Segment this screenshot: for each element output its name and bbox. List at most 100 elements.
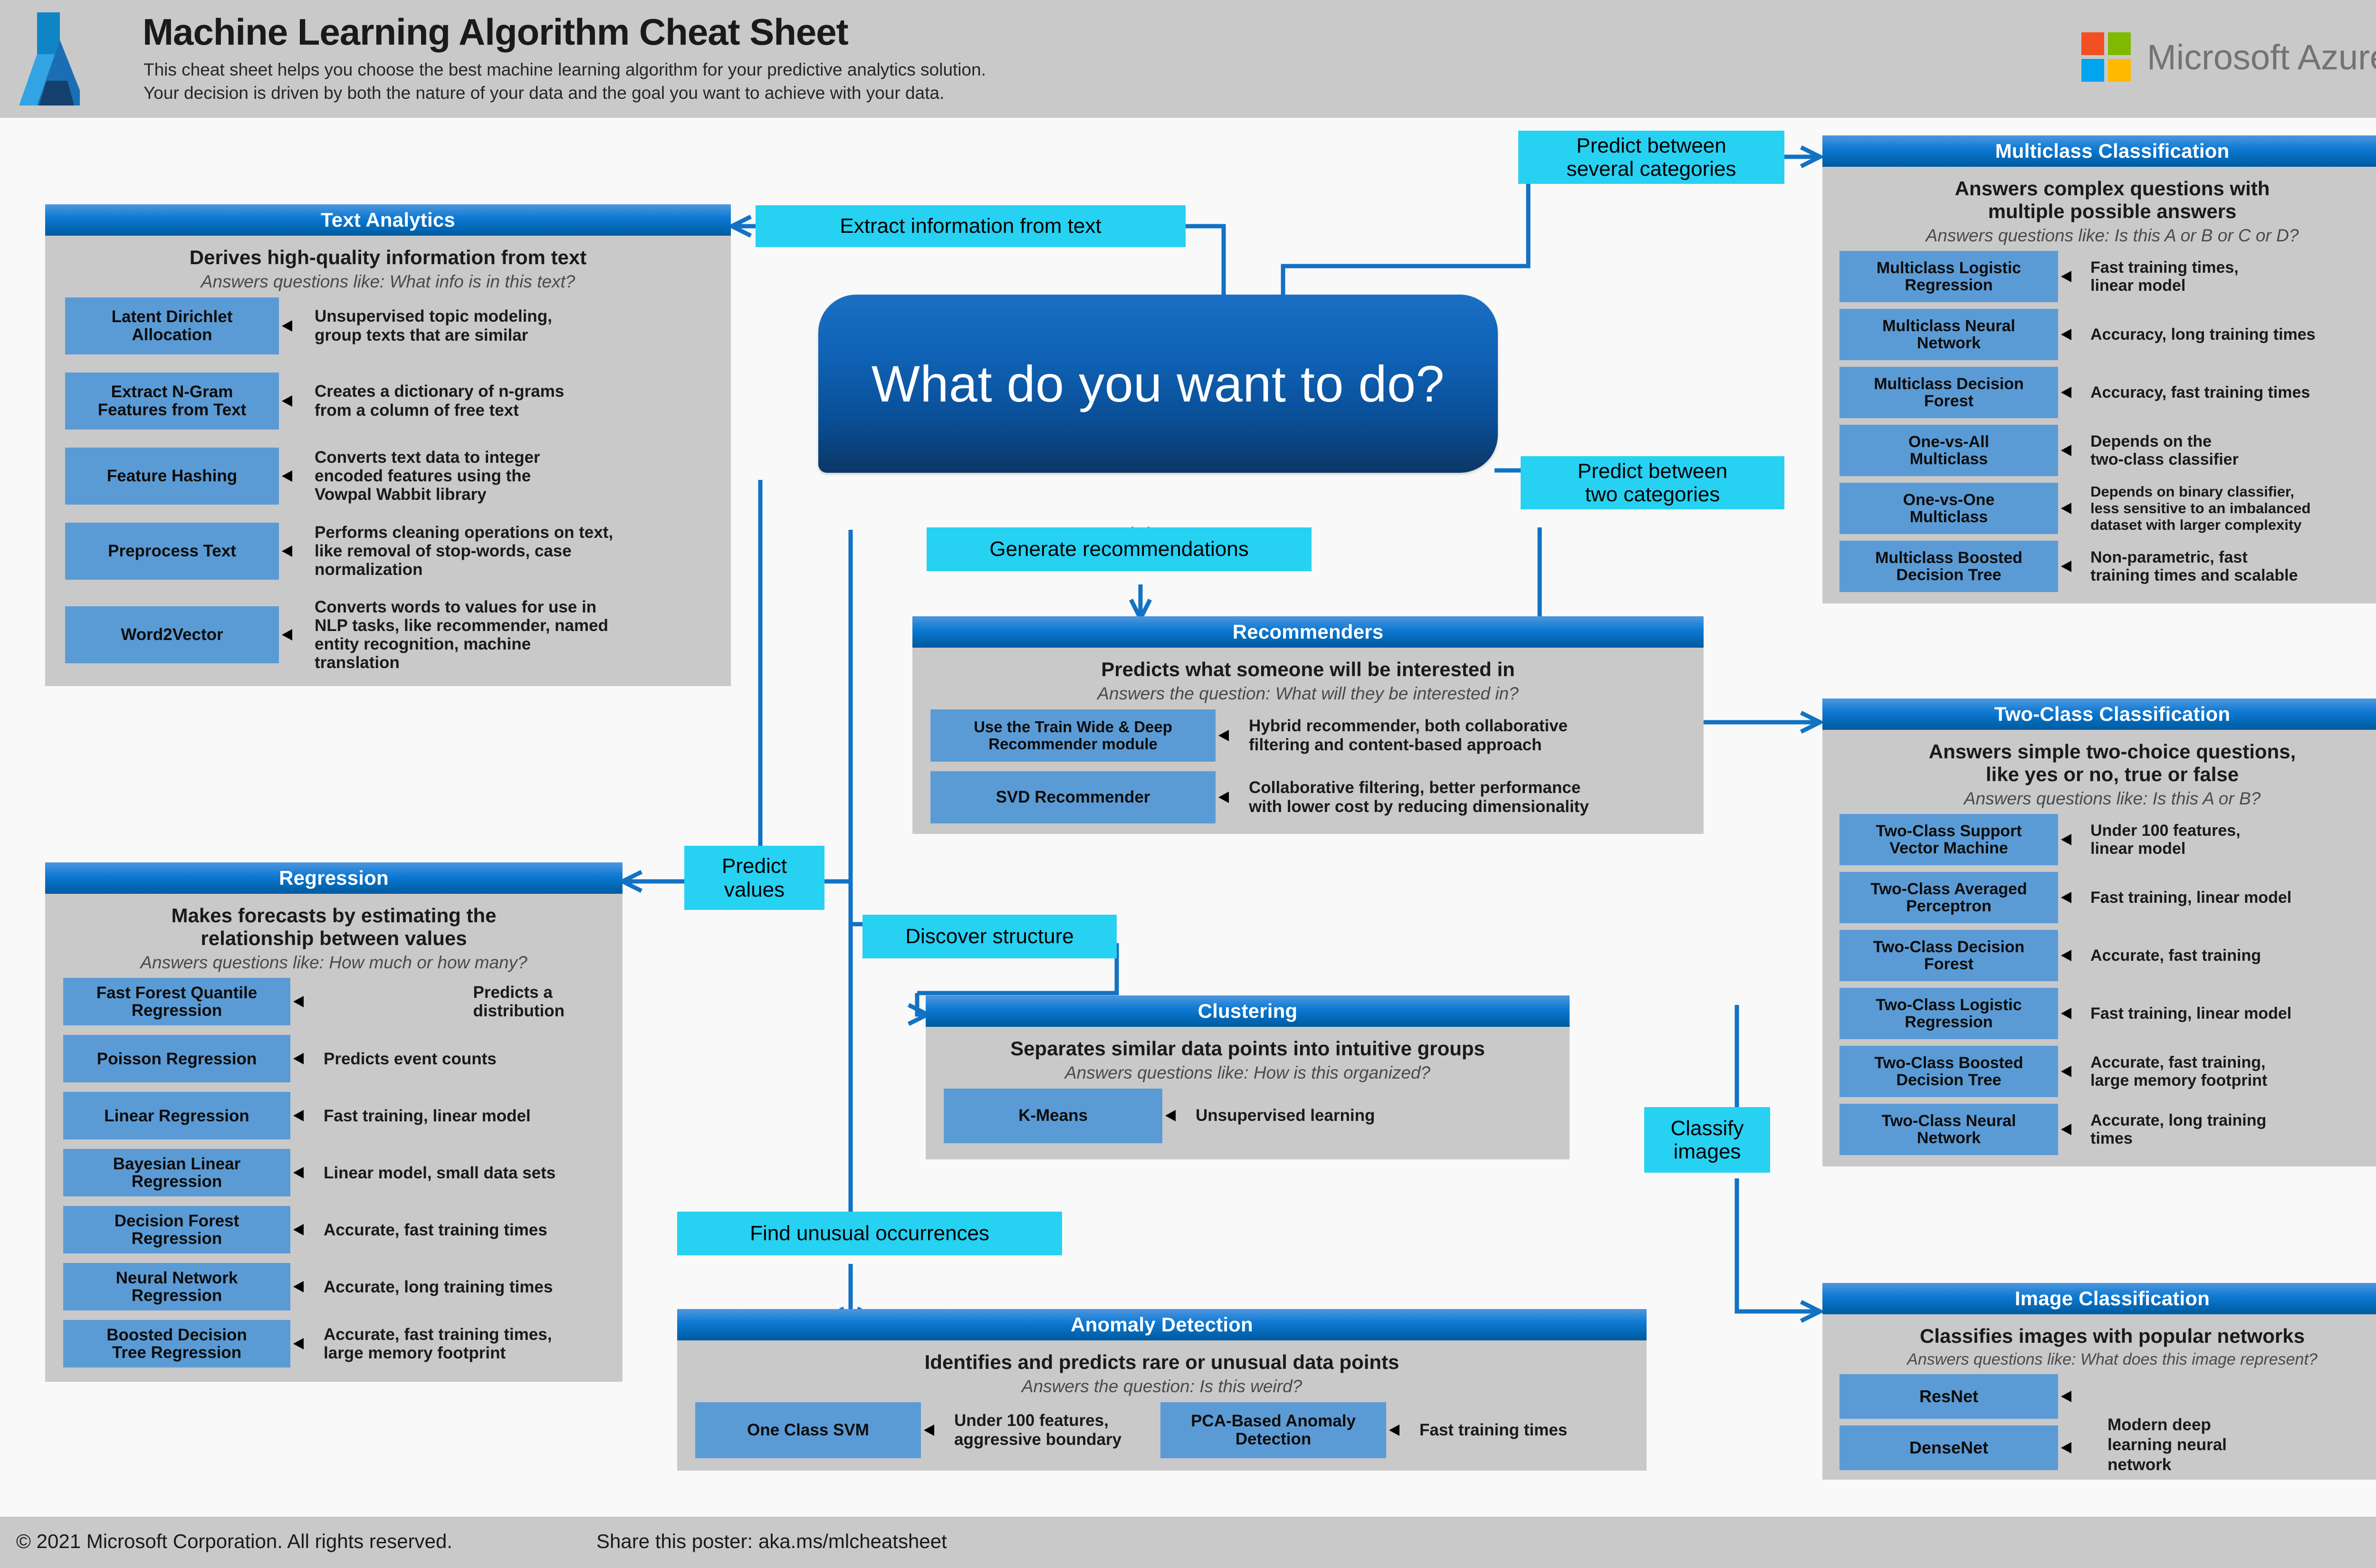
algorithm-note: Fast training, linear model xyxy=(2090,889,2292,907)
algorithm-feature-hashing[interactable]: Feature Hashing xyxy=(65,447,279,505)
page-footer: © 2021 Microsoft Corporation. All rights… xyxy=(0,1517,2376,1568)
azure-logo-icon xyxy=(19,12,80,105)
algorithm-row: Latent Dirichlet Allocation Unsupervised… xyxy=(45,297,731,354)
decision-classify-images[interactable]: Classify images xyxy=(1644,1107,1770,1173)
algorithm-train-wide-and-deep-recommender[interactable]: Use the Train Wide & Deep Recommender mo… xyxy=(930,709,1216,762)
share-label: Share this poster: aka.ms/mlcheatsheet xyxy=(596,1530,947,1552)
algorithm-multiclass-neural-network[interactable]: Multiclass Neural Network xyxy=(1839,309,2058,361)
algorithm-row: Neural Network Regression Accurate, long… xyxy=(45,1263,623,1311)
algorithm-note: Depends on the two-class classifier xyxy=(2090,432,2239,469)
arrow-icon xyxy=(2058,1120,2090,1139)
decision-generate-recommendations[interactable]: Generate recommendations xyxy=(927,527,1312,571)
microsoft-azure-brand: Microsoft Azure xyxy=(2081,29,2376,86)
algorithm-two-class-boosted-decision-tree[interactable]: Two-Class Boosted Decision Tree xyxy=(1839,1046,2058,1098)
panel-image-classification: Image Classification Classifies images w… xyxy=(1822,1283,2376,1480)
algorithm-two-class-averaged-perceptron[interactable]: Two-Class Averaged Perceptron xyxy=(1839,872,2058,924)
panel-regression: Regression Makes forecasts by estimating… xyxy=(45,862,623,1382)
panel-body: Separates similar data points into intui… xyxy=(926,1027,1570,1159)
decision-predict-values[interactable]: Predict values xyxy=(684,846,824,910)
algorithm-two-class-support-vector-machine[interactable]: Two-Class Support Vector Machine xyxy=(1839,814,2058,866)
algorithm-row: Two-Class Averaged Perceptron Fast train… xyxy=(1822,872,2376,924)
arrow-icon xyxy=(279,467,315,486)
algorithm-row: Two-Class Neural Network Accurate, long … xyxy=(1822,1104,2376,1156)
algorithm-row: DenseNet xyxy=(1822,1425,2376,1471)
decision-find-unusual-occurrences[interactable]: Find unusual occurrences xyxy=(677,1212,1062,1255)
algorithm-bayesian-linear-regression[interactable]: Bayesian Linear Regression xyxy=(63,1149,290,1197)
decision-label: Discover structure xyxy=(905,925,1074,948)
decision-discover-structure[interactable]: Discover structure xyxy=(862,915,1117,958)
panel-body: Predicts what someone will be interested… xyxy=(912,648,1704,834)
algorithm-svd-recommender[interactable]: SVD Recommender xyxy=(930,771,1216,823)
arrow-icon xyxy=(1162,1106,1196,1125)
panel-body: Answers complex questions with multiple … xyxy=(1822,167,2376,604)
algorithm-multiclass-decision-forest[interactable]: Multiclass Decision Forest xyxy=(1839,367,2058,419)
algorithm-neural-network-regression[interactable]: Neural Network Regression xyxy=(63,1263,290,1311)
algorithm-note: Non-parametric, fast training times and … xyxy=(2090,548,2298,585)
algorithm-note: Accurate, long training times xyxy=(324,1277,553,1296)
algorithm-decision-forest-regression[interactable]: Decision Forest Regression xyxy=(63,1206,290,1254)
arrow-icon xyxy=(2058,1438,2090,1457)
panel-question: Answers the question: What will they be … xyxy=(1097,683,1519,703)
algorithm-linear-regression[interactable]: Linear Regression xyxy=(63,1092,290,1140)
central-question-node: What do you want to do? xyxy=(818,295,1498,473)
algorithm-poisson-regression[interactable]: Poisson Regression xyxy=(63,1035,290,1083)
panel-title: Anomaly Detection xyxy=(677,1309,1647,1340)
algorithm-one-class-svm[interactable]: One Class SVM xyxy=(695,1402,921,1458)
algorithm-row: Multiclass Logistic Regression Fast trai… xyxy=(1822,251,2376,303)
panel-two-class-classification: Two-Class Classification Answers simple … xyxy=(1822,698,2376,1167)
algorithm-multiclass-logistic-regression[interactable]: Multiclass Logistic Regression xyxy=(1839,251,2058,303)
page-subtitle-line1: This cheat sheet helps you choose the be… xyxy=(144,60,986,79)
arrow-icon xyxy=(2058,499,2090,518)
algorithm-row: Bayesian Linear Regression Linear model,… xyxy=(45,1149,623,1197)
panel-description: Classifies images with popular networks xyxy=(1920,1325,2305,1347)
algorithm-note: Converts words to values for use in NLP … xyxy=(315,597,608,672)
panel-question: Answers questions like: What does this i… xyxy=(1907,1350,2318,1368)
panel-title: Multiclass Classification xyxy=(1822,135,2376,167)
panel-title: Clustering xyxy=(926,995,1570,1027)
algorithm-one-vs-all-multiclass[interactable]: One-vs-All Multiclass xyxy=(1839,425,2058,477)
algorithm-extract-n-gram-features-from-text[interactable]: Extract N-Gram Features from Text xyxy=(65,372,279,430)
algorithm-densenet[interactable]: DenseNet xyxy=(1839,1425,2058,1471)
algorithm-one-vs-one-multiclass[interactable]: One-vs-One Multiclass xyxy=(1839,483,2058,535)
panel-question: Answers questions like: Is this A or B o… xyxy=(1926,225,2299,245)
algorithm-two-class-logistic-regression[interactable]: Two-Class Logistic Regression xyxy=(1839,988,2058,1040)
arrow-icon xyxy=(1216,788,1249,807)
algorithm-two-class-neural-network[interactable]: Two-Class Neural Network xyxy=(1839,1104,2058,1156)
algorithm-two-class-decision-forest[interactable]: Two-Class Decision Forest xyxy=(1839,930,2058,982)
algorithm-word2vector[interactable]: Word2Vector xyxy=(65,606,279,663)
panel-title: Image Classification xyxy=(1822,1283,2376,1314)
algorithm-row: Multiclass Neural Network Accuracy, long… xyxy=(1822,309,2376,361)
decision-predict-between-several-categories[interactable]: Predict between several categories xyxy=(1518,131,1784,184)
arrow-icon xyxy=(290,1334,324,1353)
algorithm-latent-dirichlet-allocation[interactable]: Latent Dirichlet Allocation xyxy=(65,297,279,354)
decision-label: Extract information from text xyxy=(840,214,1102,238)
algorithm-note: Accuracy, long training times xyxy=(2090,325,2316,344)
algorithm-row: SVD Recommender Collaborative filtering,… xyxy=(912,771,1704,823)
panel-question: Answers questions like: How much or how … xyxy=(140,952,527,972)
decision-predict-between-two-categories[interactable]: Predict between two categories xyxy=(1521,456,1784,509)
algorithm-preprocess-text[interactable]: Preprocess Text xyxy=(65,522,279,580)
algorithm-fast-forest-quantile-regression[interactable]: Fast Forest Quantile Regression xyxy=(63,978,290,1026)
arrow-icon xyxy=(2058,325,2090,344)
algorithm-pca-based-anomaly-detection[interactable]: PCA-Based Anomaly Detection xyxy=(1160,1402,1386,1458)
central-question-label: What do you want to do? xyxy=(871,355,1445,412)
algorithm-note: Unsupervised learning xyxy=(1196,1106,1375,1125)
arrow-icon xyxy=(290,1049,324,1068)
algorithm-multiclass-boosted-decision-tree[interactable]: Multiclass Boosted Decision Tree xyxy=(1839,541,2058,593)
arrow-icon xyxy=(2058,267,2090,286)
decision-extract-information-from-text[interactable]: Extract information from text xyxy=(756,205,1186,247)
panel-body: Derives high-quality information from te… xyxy=(45,236,731,687)
algorithm-row: Word2Vector Converts words to values for… xyxy=(45,598,731,672)
panel-title: Text Analytics xyxy=(45,204,731,236)
panel-multiclass-classification: Multiclass Classification Answers comple… xyxy=(1822,135,2376,604)
algorithm-note: Modern deep learning neural network xyxy=(2108,1415,2227,1474)
algorithm-k-means[interactable]: K-Means xyxy=(944,1088,1162,1143)
brand-label: Microsoft Azure xyxy=(2147,37,2376,77)
panel-description: Predicts what someone will be interested… xyxy=(1101,658,1515,680)
arrow-icon xyxy=(2058,888,2090,907)
algorithm-row: One-vs-One Multiclass Depends on binary … xyxy=(1822,483,2376,535)
algorithm-resnet[interactable]: ResNet xyxy=(1839,1374,2058,1419)
algorithm-note: Predicts a distribution xyxy=(473,983,565,1021)
algorithm-row: Extract N-Gram Features from Text Create… xyxy=(45,372,731,430)
algorithm-boosted-decision-tree-regression[interactable]: Boosted Decision Tree Regression xyxy=(63,1320,290,1368)
